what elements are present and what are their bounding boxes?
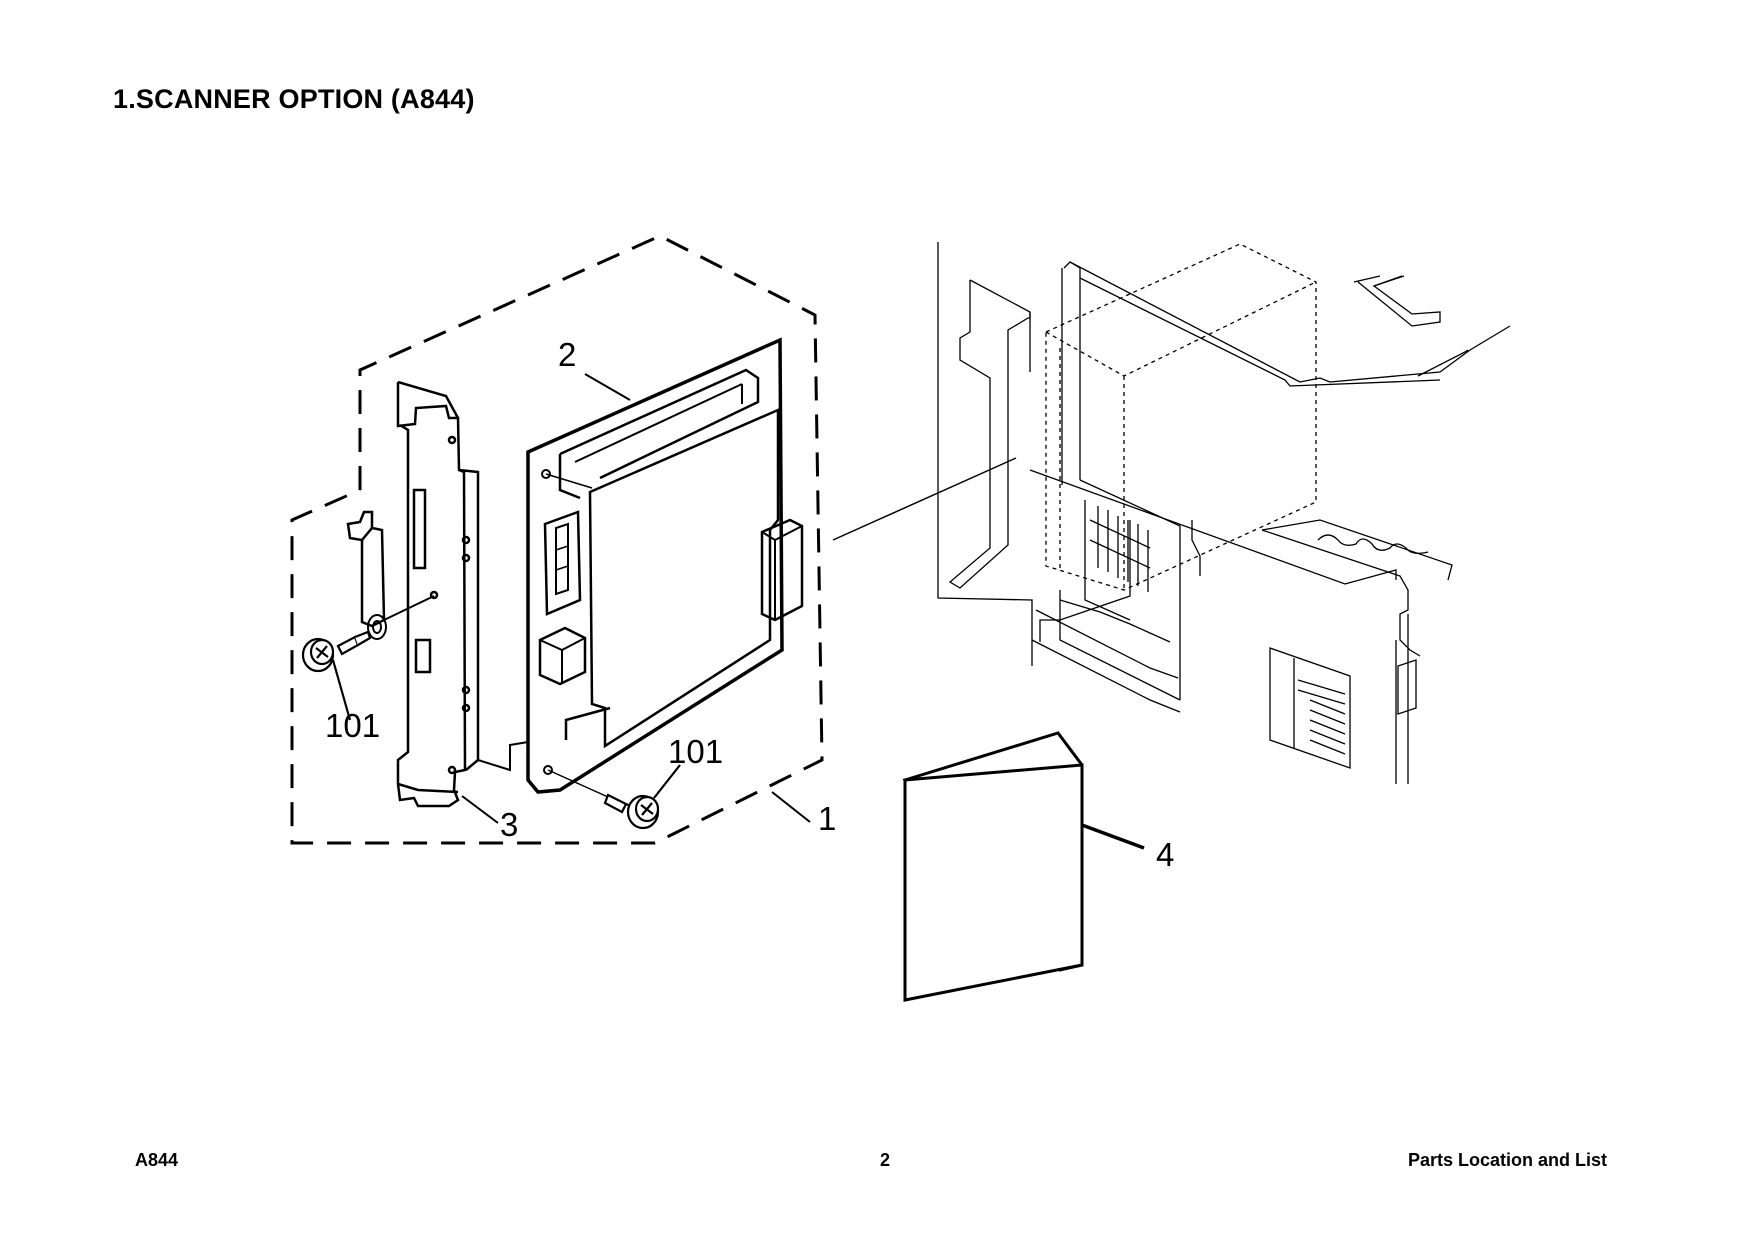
scanner-board-part-2 (526, 337, 804, 794)
manual-booklet-part-4 (902, 731, 1084, 1002)
bracket-part-3 (396, 380, 480, 808)
callout-part-3: 3 (500, 806, 518, 843)
callout-screw-right: 101 (668, 733, 723, 770)
footer-model: A844 (135, 1150, 179, 1170)
side-plate (346, 510, 386, 628)
leader-part-4 (1081, 823, 1145, 850)
kit-boundary-dashed (290, 234, 824, 845)
callout-screw-left: 101 (325, 707, 380, 744)
leader-part-1 (771, 791, 811, 823)
leader-part-3 (461, 795, 499, 824)
footer-page-number: 2 (880, 1150, 891, 1170)
callout-part-2: 2 (558, 336, 576, 373)
screw-alignment-line (547, 769, 609, 798)
callout-part-1: 1 (818, 800, 836, 837)
screw-left-101 (301, 630, 372, 721)
page-title: 1.SCANNER OPTION (A844) (113, 84, 475, 114)
washer (367, 595, 435, 640)
leader-lines (461, 373, 1145, 850)
leader-kit-to-machine (832, 457, 1017, 541)
machine-outline (937, 242, 1511, 784)
installed-unit-dotted (1045, 243, 1317, 591)
screw-right-101 (603, 764, 681, 830)
bracket-board-joint (477, 741, 529, 772)
footer-section: Parts Location and List (1408, 1150, 1608, 1170)
leader-part-2 (584, 373, 631, 401)
callout-part-4: 4 (1156, 836, 1174, 873)
